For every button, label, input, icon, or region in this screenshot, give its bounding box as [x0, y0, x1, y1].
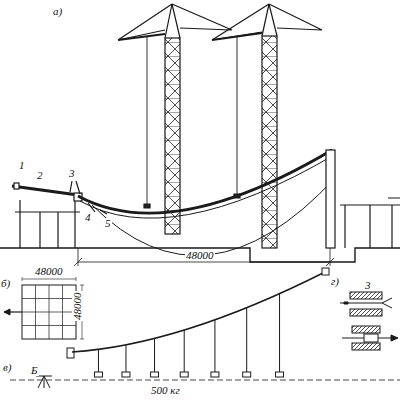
hanger	[214, 320, 215, 372]
hanger	[246, 308, 247, 372]
weight	[122, 372, 130, 377]
section-b-plan	[4, 277, 84, 339]
callout-number: 2	[36, 170, 44, 181]
callout-number: 4	[84, 212, 92, 223]
weight	[94, 372, 102, 377]
callout-number: 5	[104, 218, 112, 229]
figure-letter: г)	[330, 276, 340, 287]
dimension: 48000	[185, 250, 215, 261]
weight	[276, 372, 284, 377]
weight	[151, 372, 159, 377]
hanger	[184, 330, 185, 372]
hanger	[98, 349, 99, 372]
figure-letter: б)	[0, 278, 11, 289]
callout-number: 1	[18, 160, 26, 171]
hanger	[279, 294, 280, 372]
weight-label: 500 кг	[150, 385, 181, 396]
section-v-test	[10, 268, 400, 388]
hanger	[154, 338, 155, 372]
callout-number: 3	[68, 168, 76, 179]
callout-letter: Б	[30, 365, 39, 376]
weight	[211, 372, 219, 377]
weight	[243, 372, 251, 377]
dimension: 48000	[72, 291, 83, 321]
dimension: 48000	[34, 266, 64, 277]
section-a	[0, 4, 400, 266]
hanger	[125, 345, 126, 372]
callout-number: 3	[364, 280, 372, 291]
figure-letter: в)	[2, 362, 12, 373]
figure-letter: а)	[52, 6, 63, 17]
weight	[180, 372, 188, 377]
section-g-clamp	[340, 292, 398, 350]
